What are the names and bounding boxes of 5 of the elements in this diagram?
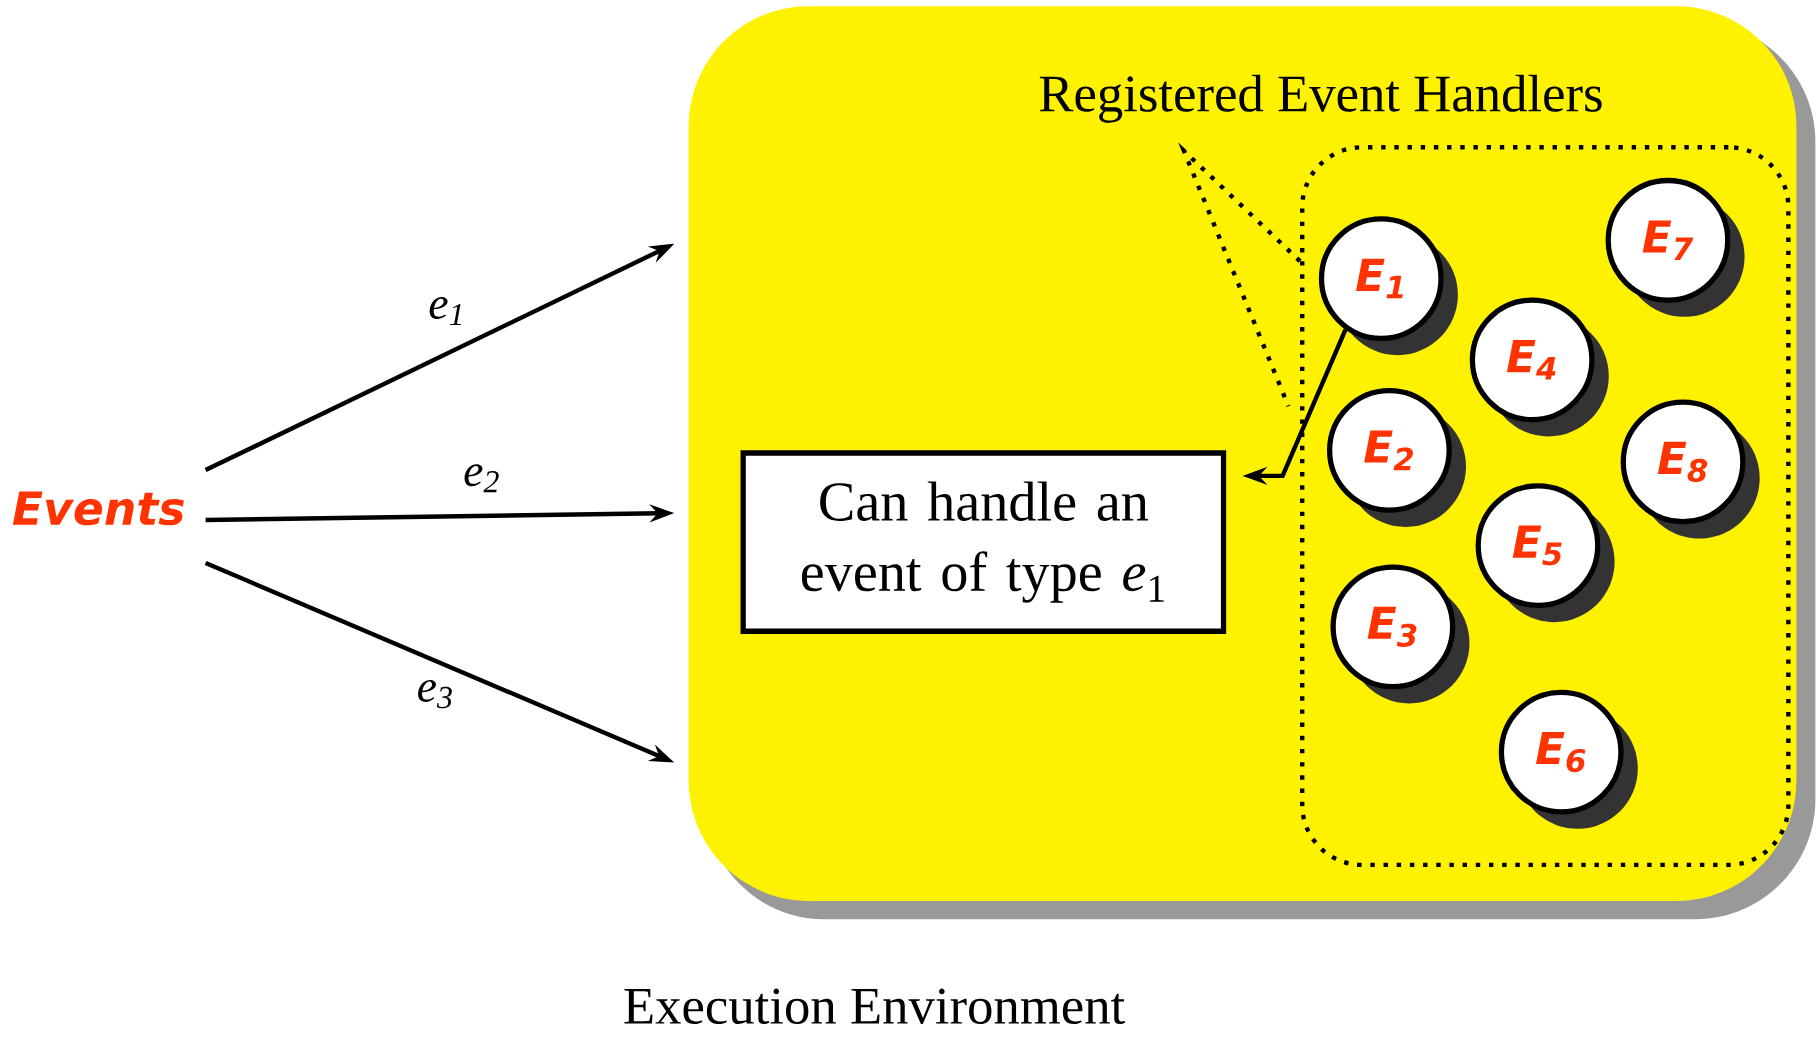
edge-label: e$_{3}$ [414,678,456,711]
heading: Execution Environment [624,988,1125,1025]
edge-label: e$_{1}$ [426,295,468,327]
edge-label: e$_{2}$ [461,462,503,494]
events-label: Events [12,491,184,526]
